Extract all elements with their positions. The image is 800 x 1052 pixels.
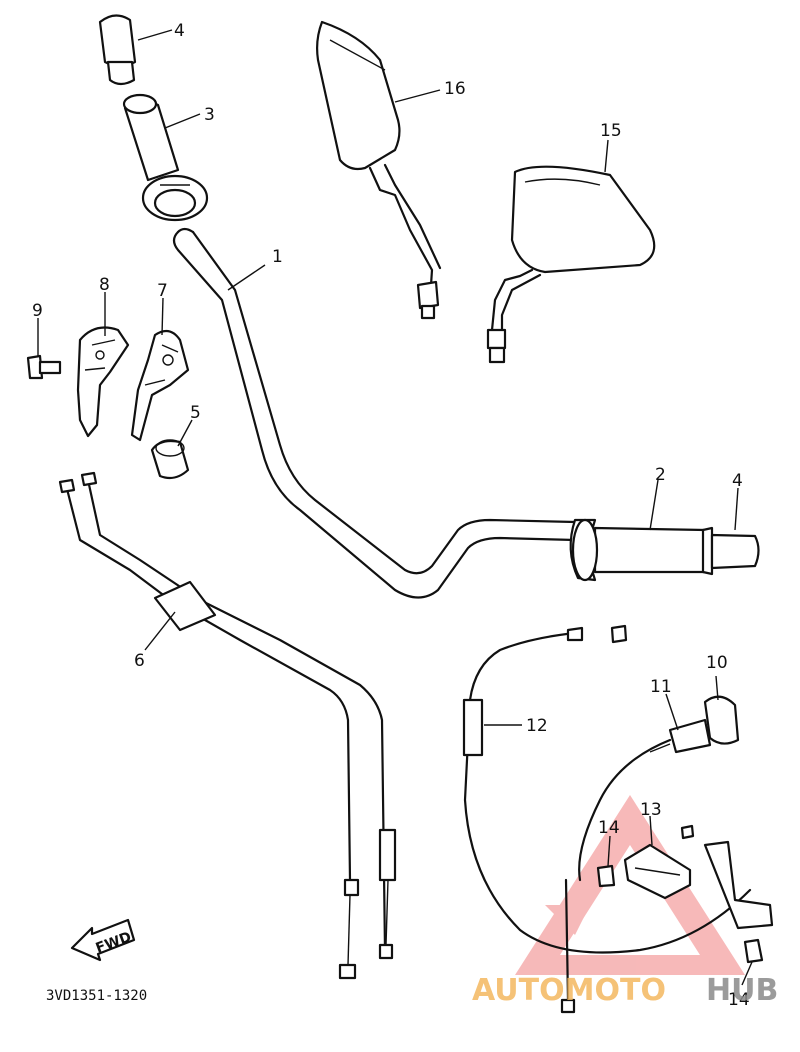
mirror-left (316, 20, 442, 320)
callout-8: 8 (99, 275, 110, 295)
diagram-code: 3VD1351-1320 (46, 988, 147, 1004)
callout-14-left: 14 (598, 818, 620, 838)
clutch-cable (462, 624, 752, 1014)
callout-11: 11 (650, 677, 672, 697)
throttle-holder (130, 329, 190, 442)
callout-4-top: 4 (174, 21, 185, 41)
callout-5: 5 (190, 403, 201, 423)
callout-12: 12 (526, 716, 548, 736)
watermark-logo (515, 795, 745, 975)
fwd-arrow-icon: FWD (70, 918, 136, 962)
watermark-word-automoto: AUTOMOTO (472, 973, 666, 1008)
callout-7: 7 (157, 281, 168, 301)
callout-15: 15 (600, 121, 622, 141)
callout-4-right: 4 (732, 471, 743, 491)
bolt-14-b (743, 938, 764, 964)
watermark-word-hub: HUB (706, 973, 778, 1008)
bracket (623, 843, 692, 900)
right-grip (569, 518, 707, 582)
holder (76, 326, 130, 438)
callout-10: 10 (706, 653, 728, 673)
mirror-right (486, 165, 656, 364)
callout-14-bottom: 14 (728, 990, 750, 1010)
callout-9: 9 (32, 301, 43, 321)
throttle-grip (122, 93, 209, 222)
bolt-14-a (596, 864, 616, 888)
bar-end-weight-right (701, 526, 760, 576)
screw (26, 354, 62, 380)
collar (150, 439, 190, 480)
throttle-cable-assy (58, 471, 397, 980)
callout-16: 16 (444, 79, 466, 99)
callout-6: 6 (134, 651, 145, 671)
handlebar (172, 230, 577, 599)
switch-and-lead (578, 695, 740, 882)
watermark-triangle (515, 795, 745, 975)
callout-3: 3 (204, 105, 215, 125)
callout-1: 1 (272, 247, 283, 267)
callout-2: 2 (655, 465, 666, 485)
bar-end-weight-top (98, 14, 137, 86)
switch-clip (680, 824, 774, 930)
callout-13: 13 (640, 800, 662, 820)
